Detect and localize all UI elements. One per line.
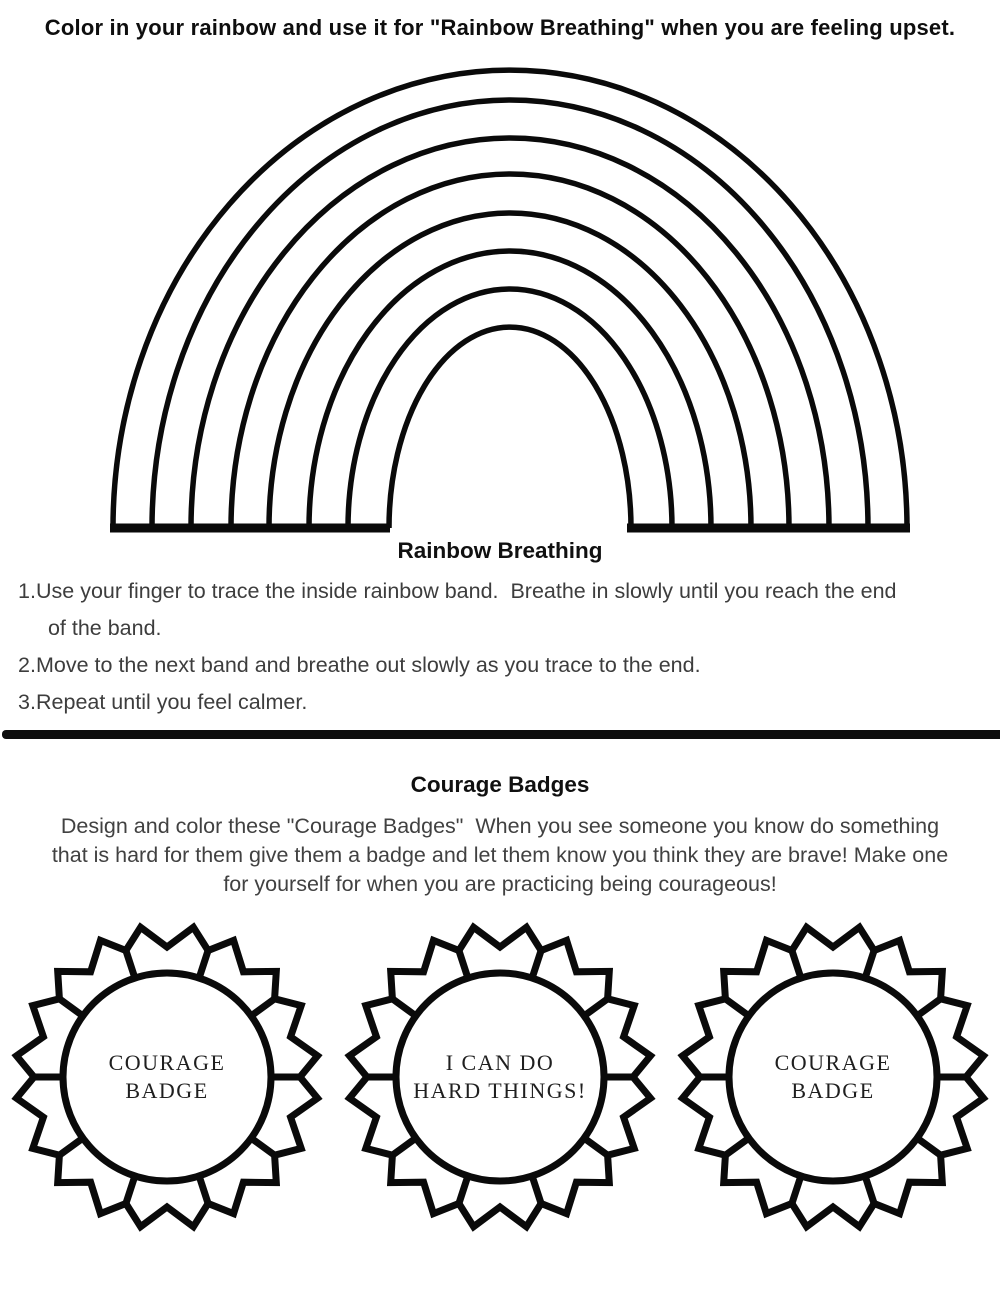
rainbow-breathing-heading: Rainbow Breathing bbox=[397, 538, 603, 563]
badge-label: COURAGE BADGE bbox=[668, 912, 998, 1242]
badge-rosette-icon bbox=[344, 922, 656, 1232]
badge-label-line1: COURAGE bbox=[774, 1050, 892, 1075]
badge-label-line2: HARD THINGS! bbox=[413, 1078, 587, 1103]
badge-label-line2: BADGE bbox=[125, 1078, 209, 1103]
step-text: Move to the next band and breathe out sl… bbox=[36, 653, 701, 677]
courage-badge-3: COURAGE BADGE bbox=[668, 912, 998, 1242]
step-number: 2. bbox=[18, 653, 36, 677]
section-divider bbox=[2, 730, 1000, 739]
step-text: Use your finger to trace the inside rain… bbox=[36, 579, 897, 640]
badge-label-line1: COURAGE bbox=[108, 1050, 226, 1075]
courage-badge-1: COURAGE BADGE bbox=[2, 912, 332, 1242]
badges-instructions: Design and color these "Courage Badges" … bbox=[51, 814, 949, 896]
badge-label-line2: BADGE bbox=[791, 1078, 875, 1103]
badges-row: COURAGE BADGE I CAN DO HARD THINGS! COUR… bbox=[0, 912, 1000, 1242]
step-text: Repeat until you feel calmer. bbox=[36, 690, 308, 714]
badge-rosette-icon bbox=[11, 922, 323, 1232]
step-number: 3. bbox=[18, 690, 36, 714]
courage-badges-heading: Courage Badges bbox=[410, 772, 590, 797]
page-title: Color in your rainbow and use it for "Ra… bbox=[44, 15, 956, 40]
courage-badge-2: I CAN DO HARD THINGS! bbox=[335, 912, 665, 1242]
breathing-step-1: 1. Use your finger to trace the inside r… bbox=[18, 573, 978, 647]
badge-label: COURAGE BADGE bbox=[2, 912, 332, 1242]
badge-label-line1: I CAN DO bbox=[445, 1050, 555, 1075]
breathing-step-3: 3. Repeat until you feel calmer. bbox=[18, 684, 978, 721]
badge-rosette-icon bbox=[677, 922, 989, 1232]
rainbow-outline-drawing bbox=[110, 67, 910, 533]
breathing-steps-list: 1. Use your finger to trace the inside r… bbox=[18, 573, 978, 721]
badge-label: I CAN DO HARD THINGS! bbox=[335, 912, 665, 1242]
step-number: 1. bbox=[18, 579, 36, 603]
breathing-step-2: 2. Move to the next band and breathe out… bbox=[18, 647, 978, 684]
